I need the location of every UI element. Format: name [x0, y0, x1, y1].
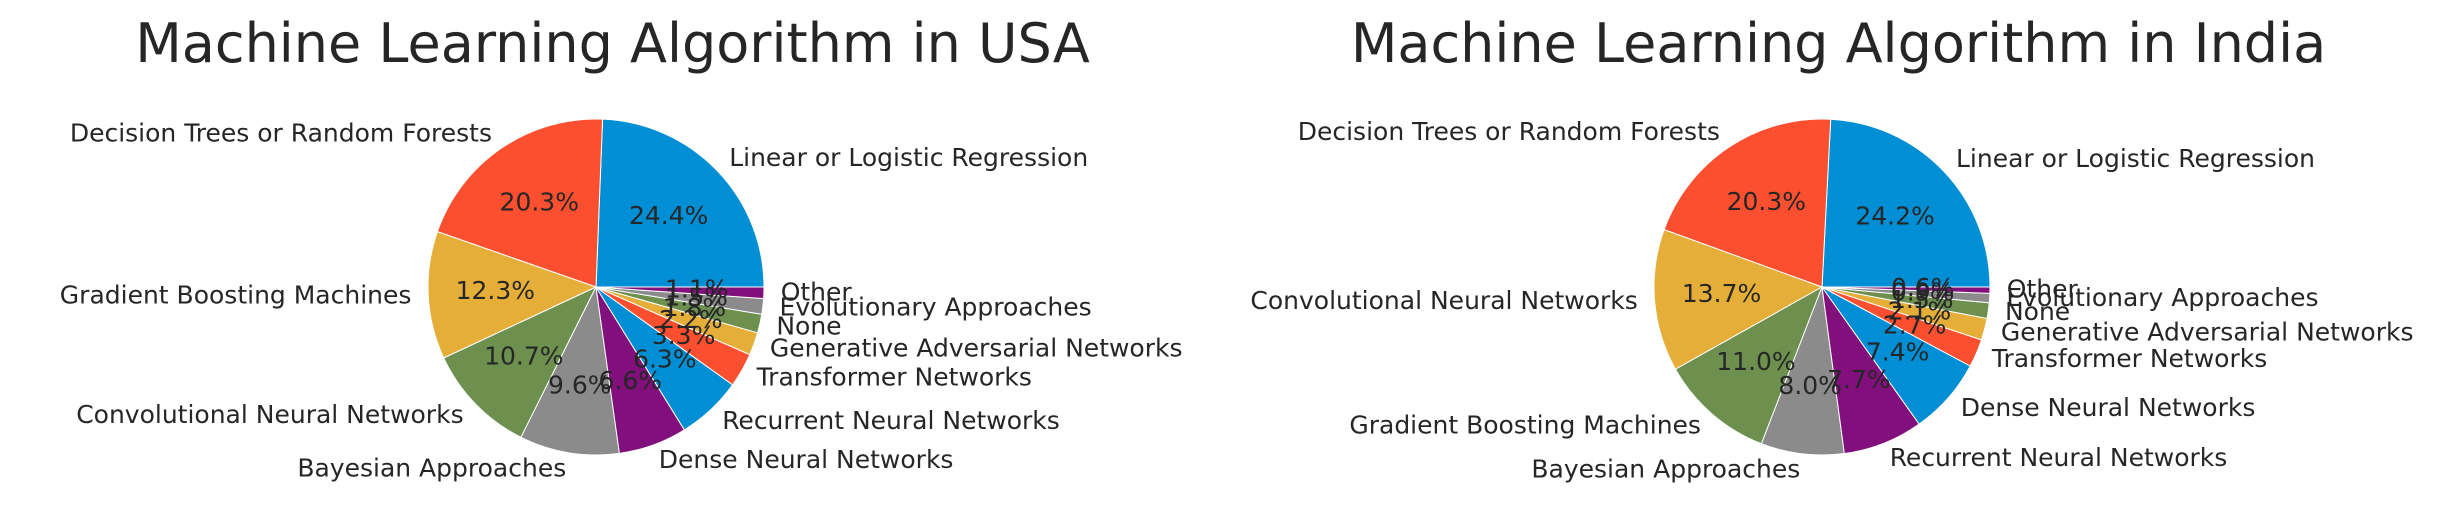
slice-percent-generative-adversarial-networks: 2.1% [1888, 296, 1952, 325]
slice-percent-none: 1.5% [1890, 285, 1954, 314]
slice-percent-convolutional-neural-networks: 13.7% [1682, 279, 1761, 308]
slice-label-bayesian-approaches: Bayesian Approaches [297, 453, 566, 482]
slice-label-recurrent-neural-networks: Recurrent Neural Networks [722, 406, 1060, 435]
slice-label-bayesian-approaches: Bayesian Approaches [1531, 455, 1800, 484]
slice-label-none: None [2005, 297, 2070, 326]
pie-slice-convolutional-neural-networks [1653, 229, 1824, 370]
slice-percent-decision-trees-or-random-forests: 20.3% [1727, 187, 1806, 216]
slice-percent-gradient-boosting-machines: 12.3% [456, 276, 535, 305]
slice-label-linear-or-logistic-regression: Linear or Logistic Regression [729, 143, 1088, 172]
slice-percent-linear-or-logistic-regression: 24.2% [1855, 202, 1934, 231]
slice-percent-gradient-boosting-machines: 11.0% [1716, 347, 1795, 376]
slice-percent-none: 1.8% [663, 293, 727, 322]
slice-percent-dense-neural-networks: 6.6% [599, 366, 663, 395]
pie-slice-gradient-boosting-machines [1674, 285, 1823, 445]
usa-pie-chart: Linear or Logistic Regression Decision Tr… [60, 118, 1183, 482]
india-chart-panel: Machine Learning Algorithm in India Line… [1226, 0, 2451, 517]
slice-label-convolutional-neural-networks: Convolutional Neural Networks [1250, 286, 1637, 315]
slice-percent-decision-trees-or-random-forests: 20.3% [500, 188, 579, 217]
slice-percent-other: 0.6% [1891, 273, 1955, 302]
pie-slice-linear-or-logistic-regression [595, 118, 765, 288]
slice-label-dense-neural-networks: Dense Neural Networks [1961, 393, 2256, 422]
slice-label-decision-trees-or-random-forests: Decision Trees or Random Forests [70, 118, 492, 147]
slice-percent-linear-or-logistic-regression: 24.4% [629, 201, 708, 230]
slice-percent-evolutionary-approaches: 0.9% [1891, 278, 1955, 307]
pie-slice-decision-trees-or-random-forests [436, 118, 604, 288]
pie-slice-convolutional-neural-networks [443, 285, 598, 438]
slice-label-none: None [776, 311, 841, 340]
slice-percent-recurrent-neural-networks: 7.7% [1827, 365, 1891, 394]
pie-slice-gradient-boosting-machines [427, 231, 598, 359]
pie-slice-other [595, 286, 765, 300]
slice-percent-dense-neural-networks: 7.4% [1866, 338, 1930, 367]
india-chart-title: Machine Learning Algorithm in India [1350, 12, 2327, 75]
slice-label-dense-neural-networks: Dense Neural Networks [659, 445, 954, 474]
pie-slice-decision-trees-or-random-forests [1663, 118, 1832, 288]
pie-slice-bayesian-approaches [520, 285, 620, 456]
slice-label-generative-adversarial-networks: Generative Adversarial Networks [770, 334, 1183, 363]
slice-percent-convolutional-neural-networks: 10.7% [484, 341, 563, 370]
slice-label-recurrent-neural-networks: Recurrent Neural Networks [1890, 443, 2228, 472]
slice-percent-generative-adversarial-networks: 2.2% [659, 305, 723, 334]
slice-label-transformer-networks: Transformer Networks [1991, 344, 2267, 373]
slice-percent-evolutionary-approaches: 1.5% [664, 283, 728, 312]
slice-label-generative-adversarial-networks: Generative Adversarial Networks [2001, 317, 2414, 346]
slice-label-gradient-boosting-machines: Gradient Boosting Machines [60, 280, 412, 309]
usa-chart-title: Machine Learning Algorithm in USA [135, 12, 1090, 75]
slice-label-convolutional-neural-networks: Convolutional Neural Networks [76, 400, 463, 429]
india-pie-chart: Linear or Logistic Regression Decision Tr… [1250, 117, 2414, 484]
slice-label-evolutionary-approaches: Evolutionary Approaches [2006, 283, 2318, 312]
slice-label-transformer-networks: Transformer Networks [756, 362, 1032, 391]
slice-label-decision-trees-or-random-forests: Decision Trees or Random Forests [1298, 117, 1720, 146]
slice-percent-transformer-networks: 2.7% [1883, 311, 1947, 340]
slice-label-linear-or-logistic-regression: Linear or Logistic Regression [1956, 144, 2315, 173]
slice-percent-other: 1.1% [665, 274, 729, 303]
pie-slice-linear-or-logistic-regression [1821, 118, 1991, 288]
slice-percent-bayesian-approaches: 9.6% [548, 370, 612, 399]
slice-percent-transformer-networks: 3.3% [652, 321, 716, 350]
slice-percent-recurrent-neural-networks: 6.3% [633, 345, 697, 374]
slice-label-gradient-boosting-machines: Gradient Boosting Machines [1349, 411, 1701, 440]
slice-label-other: Other [781, 277, 853, 306]
pie-slice-other [1821, 286, 1991, 294]
slice-label-evolutionary-approaches: Evolutionary Approaches [780, 292, 1092, 321]
slice-label-other: Other [2007, 274, 2079, 303]
usa-chart-panel: Machine Learning Algorithm in USA Linear… [0, 0, 1225, 517]
slice-percent-bayesian-approaches: 8.0% [1778, 371, 1842, 400]
